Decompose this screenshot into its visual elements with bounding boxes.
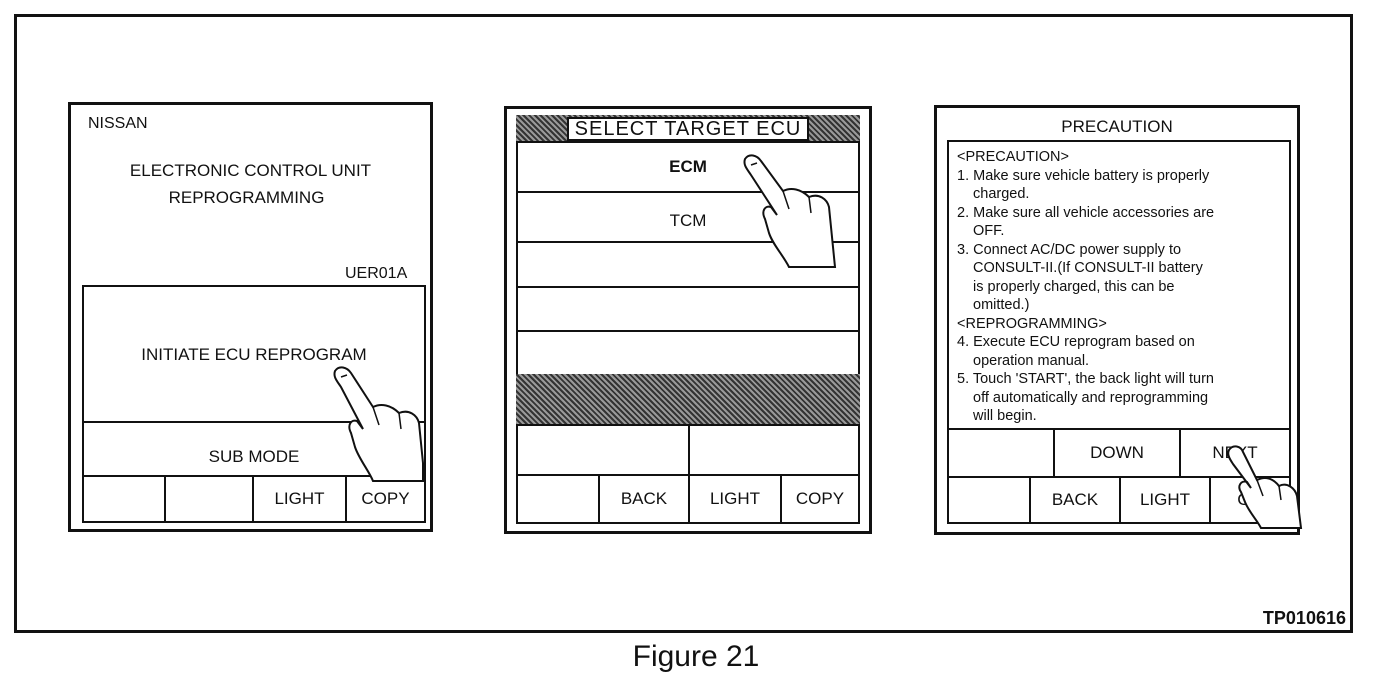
precaution-line: <PRECAUTION> [957,149,1069,165]
brand-label: NISSAN [88,115,148,132]
blank-key-right[interactable] [688,424,860,476]
soft-key-blank-bottom[interactable] [947,476,1031,524]
light-button[interactable]: LIGHT [688,474,782,524]
light-button-label: LIGHT [709,489,761,508]
back-button[interactable]: BACK [598,474,690,524]
back-button-label: BACK [620,489,668,508]
precaution-line: will begin. [973,408,1037,424]
precaution-line: 4. Execute ECU reprogram based on [957,334,1195,350]
precaution-line: 5. Touch 'START', the back light will tu… [957,371,1214,387]
ecu-option-empty-3[interactable] [516,330,860,376]
down-button[interactable]: DOWN [1053,428,1181,478]
precaution-line: operation manual. [973,352,1090,369]
screen-precaution: PRECAUTION <PRECAUTION> 1. Make sure veh… [934,105,1303,535]
precaution-text-box: <PRECAUTION> 1. Make sure vehicle batter… [947,140,1291,430]
screen-code: UER01A [345,265,408,282]
soft-key-blank[interactable] [516,474,600,524]
light-button[interactable]: LIGHT [1119,476,1211,524]
light-button-label: LIGHT [1139,490,1191,509]
precaution-line: 3. Connect AC/DC power supply to [957,241,1182,258]
figure-reference-code: TP010616 [1262,608,1346,628]
pointing-hand-icon [743,154,837,268]
precaution-line: off automatically and reprogramming [973,389,1209,406]
ecu-option-tcm-label: TCM [669,211,707,230]
screen-select-target-ecu: SELECT TARGET ECU ECM TCM BACK LIGHT COP… [504,106,872,534]
title-bar: SELECT TARGET ECU [516,115,860,143]
precaution-line: omitted.) [973,297,1030,313]
back-button[interactable]: BACK [1029,476,1121,524]
ecu-option-ecm-label: ECM [669,157,707,176]
precaution-line: 1. Make sure vehicle battery is properly [957,167,1210,184]
copy-button[interactable]: COPY [780,474,860,524]
copy-button-label: COPY [795,489,845,508]
sub-mode-label: SUB MODE [208,447,300,466]
precaution-line: is properly charged, this can be [973,278,1175,295]
title-line-2: REPROGRAMMING [168,188,325,207]
back-button-label: BACK [1051,490,1099,509]
pointing-hand-icon [1227,445,1303,529]
title-line-1: ELECTRONIC CONTROL UNIT [129,161,372,180]
pointing-hand-icon [333,366,424,482]
light-button-label: LIGHT [274,489,325,508]
precaution-line: OFF. [973,223,1005,239]
soft-key-blank-top[interactable] [947,428,1055,478]
blank-key-left[interactable] [516,424,690,476]
soft-key-1[interactable] [82,475,166,523]
precaution-line: 2. Make sure all vehicle accessories are [957,204,1215,221]
screen-title: PRECAUTION [1061,117,1173,136]
figure-frame [14,14,1353,633]
copy-button[interactable]: COPY [345,475,426,523]
down-button-label: DOWN [1090,443,1144,462]
soft-key-2[interactable] [164,475,254,523]
precaution-line: CONSULT-II.(If CONSULT-II battery [973,260,1203,276]
screen-title: SELECT TARGET ECU [566,117,810,141]
ecu-option-empty-2[interactable] [516,286,860,332]
precaution-line: charged. [973,186,1030,202]
figure-caption: Figure 21 [632,640,760,673]
copy-button-label: COPY [361,489,410,508]
hatched-divider [516,374,860,426]
precaution-line: <REPROGRAMMING> [957,315,1107,332]
screen-reprogramming-home: NISSAN ELECTRONIC CONTROL UNIT REPROGRAM… [68,102,433,532]
initiate-ecu-reprogram-label: INITIATE ECU REPROGRAM [141,345,367,364]
